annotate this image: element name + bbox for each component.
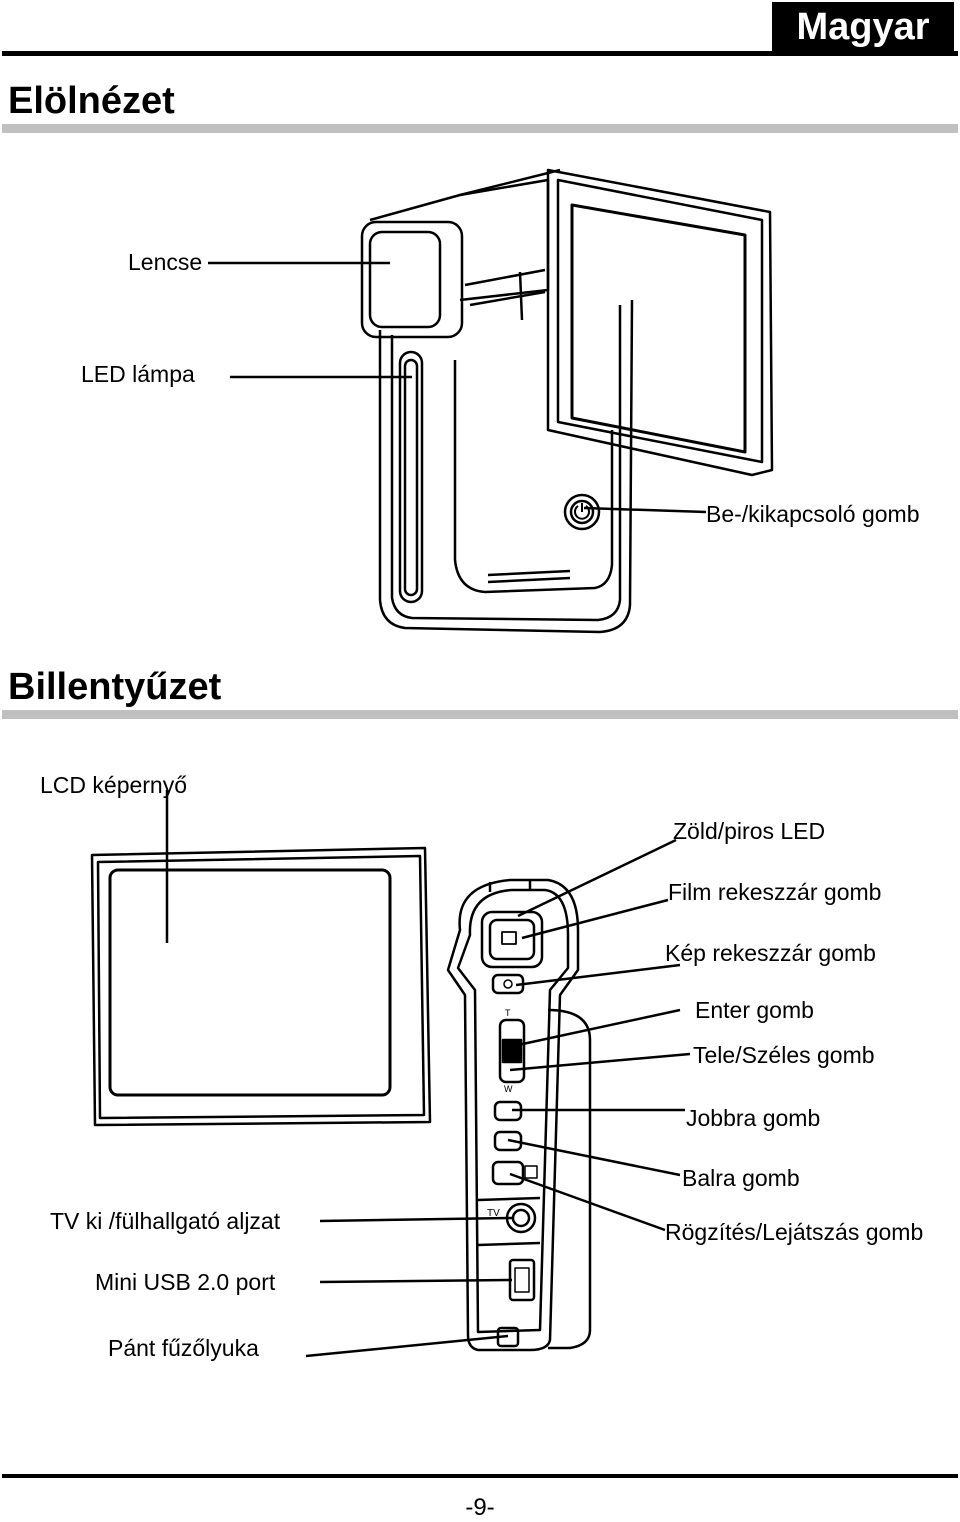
label-power-button: Be-/kikapcsoló gomb [706,501,920,527]
label-record-play: Rögzítés/Lejátszás gomb [665,1219,924,1245]
label-lens: Lencse [128,249,203,275]
camera-front-drawing [360,168,774,634]
svg-text:W: W [504,1084,513,1094]
language-badge: Magyar [772,2,954,52]
camera-keypad-drawing: T W TV [90,846,592,1352]
keypad-rule [2,710,958,719]
svg-text:TV: TV [487,1208,500,1219]
label-tv-out: TV ki /fülhallgató aljzat [50,1208,281,1234]
label-tele-wide: Tele/Széles gomb [693,1042,875,1068]
label-mini-usb: Mini USB 2.0 port [95,1269,276,1295]
front-view-title: Elölnézet [8,80,175,122]
keypad-title: Billentyűzet [8,666,222,708]
front-view-rule [2,124,958,133]
label-strap: Pánt fűzőlyuka [108,1335,259,1361]
svg-text:T: T [505,1008,511,1018]
label-lcd: LCD képernyő [40,772,188,798]
label-led: Zöld/piros LED [673,818,826,844]
footer-rule [2,1474,958,1478]
label-photo-shutter: Kép rekeszzár gomb [665,940,876,966]
label-right: Jobbra gomb [686,1105,821,1131]
label-film-shutter: Film rekeszzár gomb [668,879,882,905]
label-left: Balra gomb [682,1165,800,1191]
header-rule [2,51,958,56]
label-led-lamp: LED lámpa [81,361,195,387]
page-number: -9- [465,1494,495,1521]
label-enter: Enter gomb [695,997,814,1023]
